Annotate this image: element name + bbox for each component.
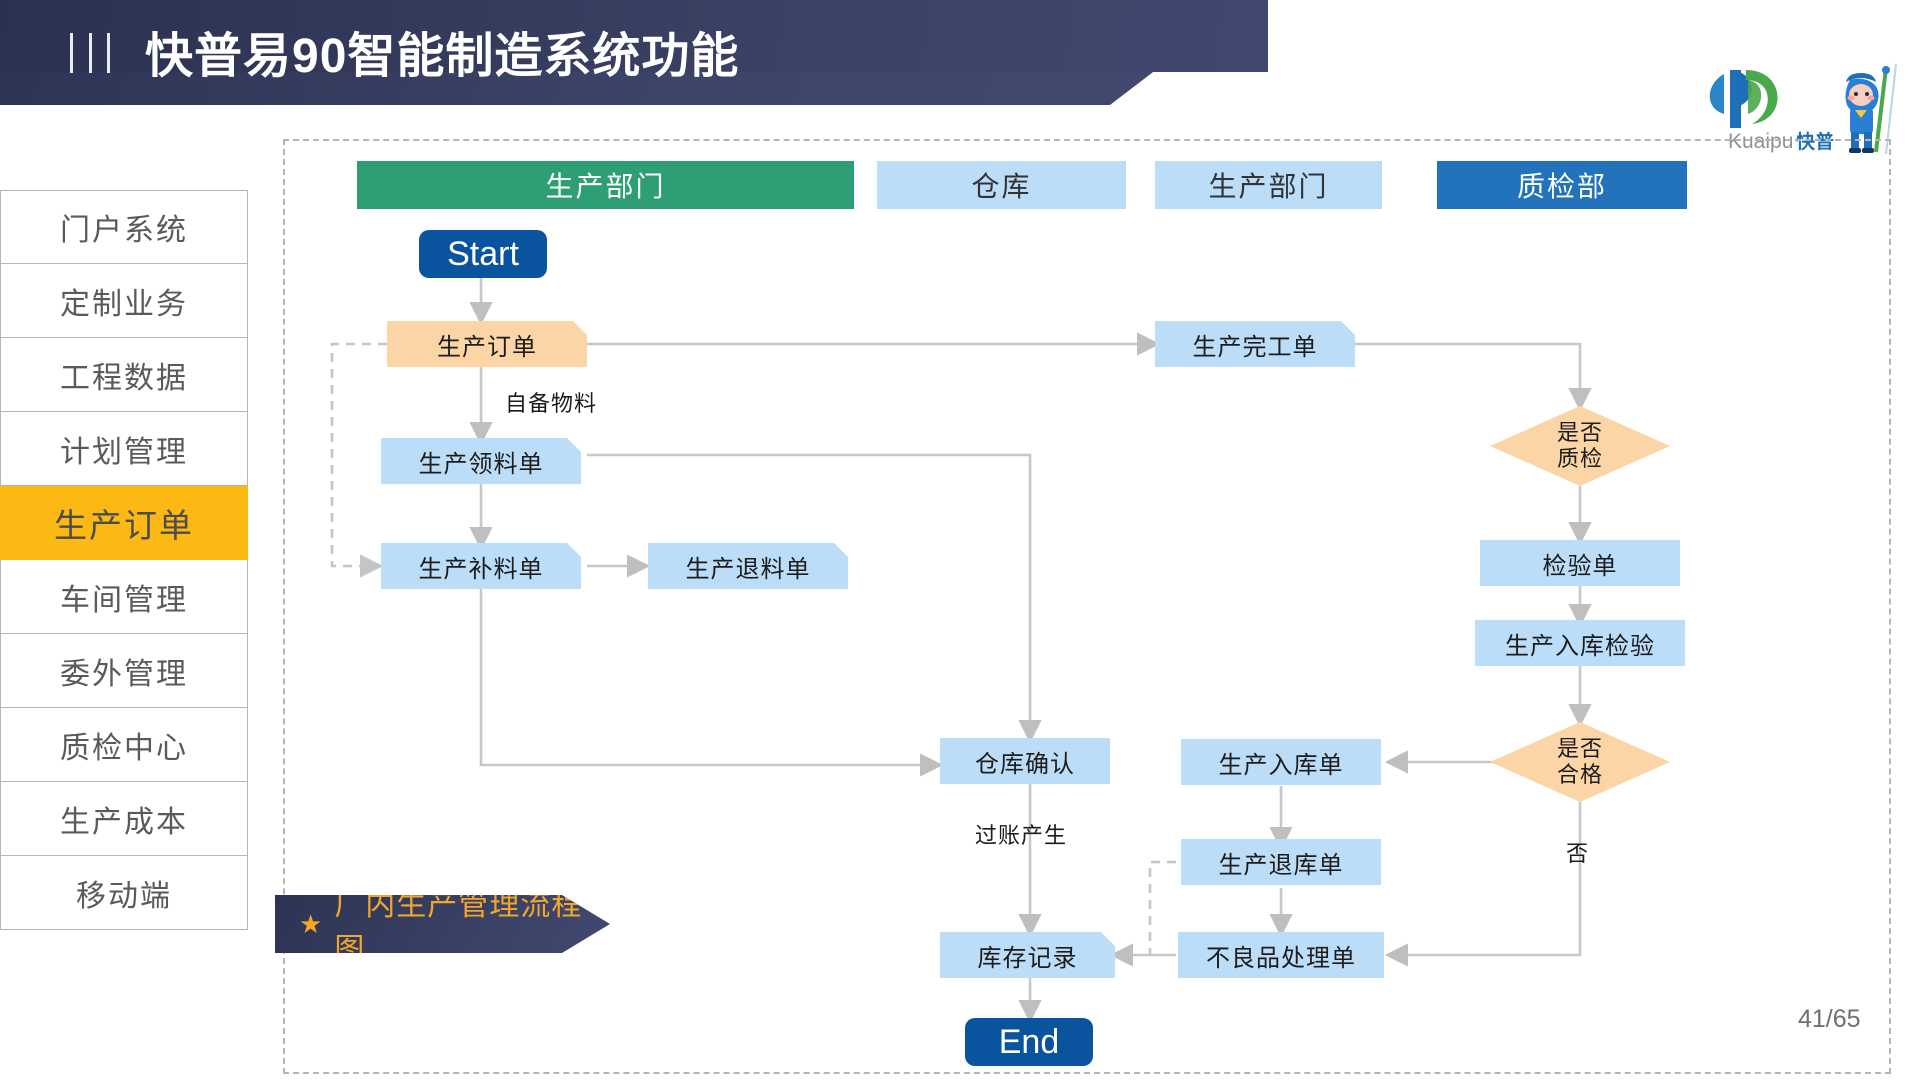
lane-header-production-dept-1: 生产部门 — [357, 161, 854, 209]
sidebar-item-engineering[interactable]: 工程数据 — [0, 338, 248, 412]
node-supplement-list[interactable]: 生产补料单 — [381, 543, 581, 589]
mascot-icon — [1845, 66, 1890, 153]
decision-need-inspection-line2: 质检 — [1556, 446, 1603, 471]
node-inventory-record[interactable]: 库存记录 — [940, 932, 1115, 978]
node-inspection-form[interactable]: 检验单 — [1480, 540, 1680, 586]
node-stock-in-inspection[interactable]: 生产入库检验 — [1475, 620, 1685, 666]
kuaipu-logo: Kuaipu 快普 — [1700, 62, 1900, 158]
sidebar: 门户系统 定制业务 工程数据 计划管理 生产订单 车间管理 委外管理 质检中心 … — [0, 190, 248, 930]
sidebar-item-custom[interactable]: 定制业务 — [0, 264, 248, 338]
node-stock-return-order[interactable]: 生产退库单 — [1181, 839, 1381, 885]
decision-qualified-line2: 合格 — [1556, 762, 1603, 787]
node-defect-handling-order[interactable]: 不良品处理单 — [1178, 932, 1384, 978]
svg-text:快普: 快普 — [1796, 130, 1834, 153]
flowchart-title-label: 厂内生产管理流程图 — [334, 889, 583, 966]
sidebar-item-cost[interactable]: 生产成本 — [0, 782, 248, 856]
sidebar-item-quality[interactable]: 质检中心 — [0, 708, 248, 782]
star-icon: ★ — [299, 909, 323, 939]
lane-header-qc-dept: 质检部 — [1437, 161, 1687, 209]
page-title: 快普易90智能制造系统功能 — [145, 30, 740, 83]
page-number: 41/65 — [1798, 1005, 1861, 1033]
sidebar-item-portal[interactable]: 门户系统 — [0, 190, 248, 264]
edge-label-posting-generate: 过账产生 — [975, 823, 1068, 848]
lane-header-warehouse: 仓库 — [877, 161, 1126, 209]
logo-mark — [1709, 70, 1778, 128]
header-bar-top — [0, 0, 1268, 72]
sidebar-item-workshop[interactable]: 车间管理 — [0, 560, 248, 634]
decision-qualified[interactable]: 是否 合格 — [1490, 722, 1670, 802]
node-completion-order[interactable]: 生产完工单 — [1155, 321, 1355, 367]
decision-qualified-line1: 是否 — [1556, 736, 1603, 762]
node-material-return-list[interactable]: 生产退料单 — [648, 543, 848, 589]
sidebar-item-mobile[interactable]: 移动端 — [0, 856, 248, 930]
node-end[interactable]: End — [965, 1018, 1093, 1066]
sidebar-item-planning[interactable]: 计划管理 — [0, 412, 248, 486]
decision-need-inspection[interactable]: 是否 质检 — [1490, 406, 1670, 486]
sidebar-item-outsourcing[interactable]: 委外管理 — [0, 634, 248, 708]
lane-header-production-dept-2: 生产部门 — [1155, 161, 1382, 209]
diagram-frame — [283, 139, 1891, 1074]
edge-label-no: 否 — [1566, 841, 1590, 866]
three-vertical-bars-icon — [70, 32, 110, 74]
flowchart-title-banner: ★ 厂内生产管理流程图 — [275, 895, 610, 953]
sidebar-item-production-order[interactable]: 生产订单 — [0, 486, 248, 560]
node-start[interactable]: Start — [419, 230, 547, 278]
svg-text:Kuaipu: Kuaipu — [1728, 130, 1793, 153]
node-stock-in-order[interactable]: 生产入库单 — [1181, 739, 1381, 785]
decision-need-inspection-line1: 是否 — [1556, 420, 1603, 446]
node-picking-list[interactable]: 生产领料单 — [381, 438, 581, 484]
node-warehouse-confirm[interactable]: 仓库确认 — [940, 738, 1110, 784]
node-production-order[interactable]: 生产订单 — [387, 321, 587, 367]
edge-label-self-material: 自备物料 — [505, 391, 598, 416]
